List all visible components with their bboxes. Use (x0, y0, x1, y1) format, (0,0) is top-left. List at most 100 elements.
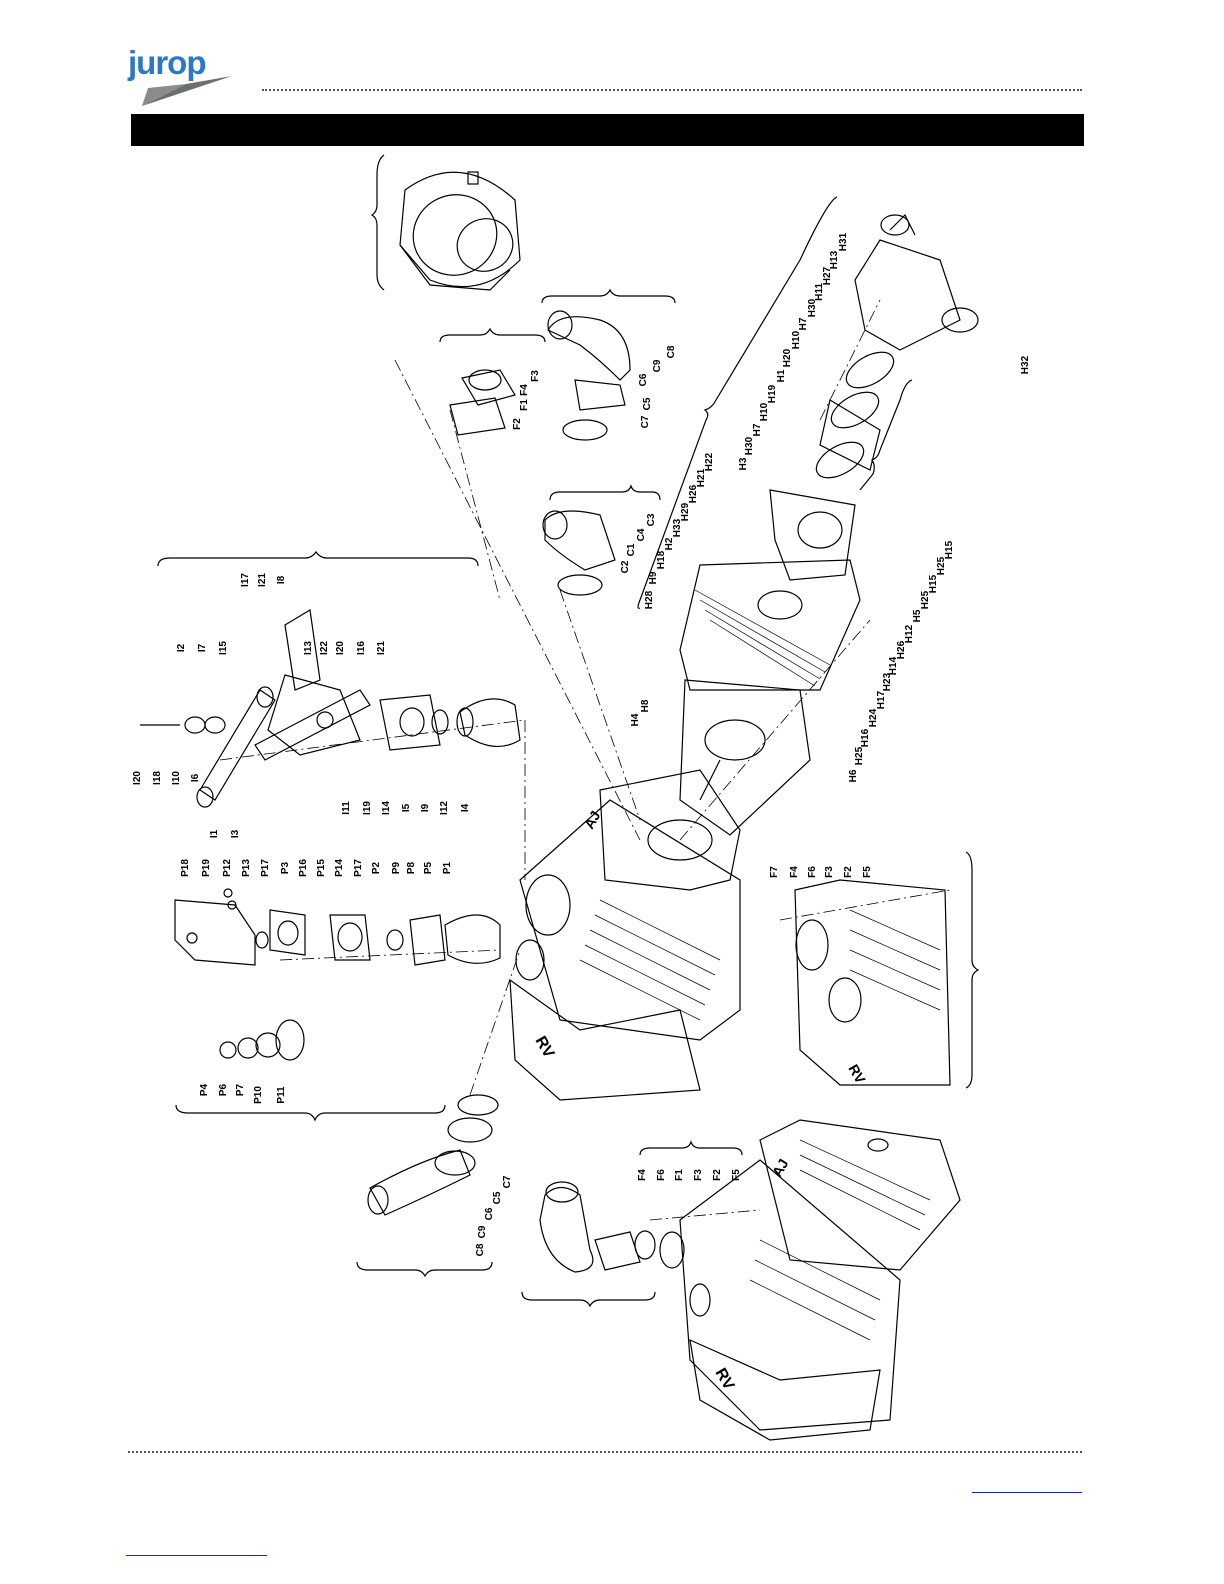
callout-label-i6: I6 (190, 773, 201, 782)
elbow-c-top (547, 310, 631, 441)
callout-label-i20b: I20 (132, 771, 143, 785)
callout-label-p11: P11 (276, 1086, 287, 1104)
callout-label-c9: C9 (652, 359, 663, 372)
cylinder-block (679, 489, 861, 836)
callout-label-h21: H21 (696, 468, 707, 487)
main-pump-body (509, 759, 741, 1101)
body-view-right (794, 879, 951, 1086)
callout-label-i2: I2 (176, 643, 187, 652)
callout-label-h10b: H10 (759, 402, 770, 421)
brace-c2 (549, 484, 661, 501)
aj-mark-main: AJ (581, 808, 604, 832)
callout-label-i21b: I21 (376, 641, 387, 655)
callout-label-f4b: F4 (789, 866, 800, 878)
callout-label-p4: P4 (199, 1083, 210, 1096)
callout-label-p18: P18 (180, 859, 191, 877)
callout-label-i10: I10 (171, 771, 182, 785)
callout-label-p1: P1 (442, 861, 453, 874)
callout-label-h13: H13 (829, 250, 840, 269)
callout-label-p15: P15 (316, 859, 327, 877)
brace-f (439, 327, 546, 343)
callout-label-h25a: H25 (936, 556, 947, 575)
brace-f3 (639, 1140, 743, 1156)
callout-label-h25c: H25 (854, 746, 865, 765)
callout-label-h26b: H26 (896, 640, 907, 659)
callout-label-p17a: P17 (260, 859, 271, 877)
header-divider (262, 89, 1082, 91)
brace-i (157, 550, 479, 567)
callout-label-c8: C8 (666, 345, 677, 358)
brace-h2 (859, 379, 913, 491)
callout-label-h22: H22 (704, 452, 715, 471)
footer-link-line-right[interactable] (972, 1492, 1082, 1493)
drive-canister (399, 171, 521, 291)
callout-label-c5: C5 (642, 397, 653, 410)
callout-label-p14: P14 (334, 859, 345, 877)
callout-label-h15b: H15 (928, 574, 939, 593)
callout-label-h31: H31 (838, 232, 849, 251)
callout-label-h19: H19 (767, 384, 778, 403)
brace-c4 (521, 1291, 656, 1308)
callout-label-i13: I13 (303, 641, 314, 655)
callout-label-h24: H24 (868, 708, 879, 727)
callout-label-i5: I5 (401, 803, 412, 812)
callout-label-i19: I19 (362, 801, 373, 815)
callout-label-c4: C4 (636, 528, 647, 541)
callout-label-i16: I16 (356, 641, 367, 655)
callout-label-p19: P19 (201, 859, 212, 877)
callout-label-f2b: F2 (843, 866, 854, 878)
callout-label-f5b: F5 (862, 866, 873, 878)
callout-label-i11: I11 (341, 801, 352, 815)
callout-label-h17: H17 (876, 690, 887, 709)
callout-label-h30b: H30 (744, 436, 755, 455)
brace-p (175, 1104, 446, 1122)
elbow-c-lower (539, 1181, 685, 1273)
callout-label-c7b: C7 (502, 1175, 513, 1188)
callout-label-h4: H4 (630, 713, 641, 726)
callout-label-h26a: H26 (688, 484, 699, 503)
callout-label-p9: P9 (391, 861, 402, 874)
callout-label-i22: I22 (319, 641, 330, 655)
flange-f-top (449, 369, 516, 436)
p-group (174, 888, 501, 1061)
callout-label-c1: C1 (626, 543, 637, 556)
callout-label-h18: H18 (656, 550, 667, 569)
logo-wedge-icon (142, 76, 232, 106)
elbow-c-bottom (367, 1094, 499, 1216)
callout-label-i12: I12 (439, 801, 450, 815)
callout-label-f7b: F7 (769, 866, 780, 878)
callout-label-p17b: P17 (353, 859, 364, 877)
callout-label-i15: I15 (218, 641, 229, 655)
callout-label-h14: H14 (888, 656, 899, 675)
callout-label-h25b: H25 (920, 590, 931, 609)
rv-mark-right: RV (845, 1062, 869, 1087)
callout-label-h1: H1 (776, 369, 787, 382)
jurop-logo: jurop (128, 44, 238, 108)
callout-label-c6: C6 (638, 373, 649, 386)
callout-label-p5: P5 (423, 861, 434, 874)
callout-label-c3: C3 (646, 513, 657, 526)
callout-label-h16: H16 (860, 728, 871, 747)
callout-label-h28: H28 (644, 590, 655, 609)
callout-label-i18: I18 (152, 771, 163, 785)
callout-label-f2c: F2 (712, 1169, 723, 1181)
callout-label-h30a: H30 (807, 298, 818, 317)
callout-label-i3: I3 (230, 829, 241, 838)
callout-label-f4c: F4 (637, 1169, 648, 1181)
brace-c (541, 288, 676, 304)
callout-label-f3: F3 (530, 370, 541, 382)
callout-label-h3: H3 (738, 457, 749, 470)
callout-label-h5: H5 (912, 609, 923, 622)
callout-label-i17: I17 (240, 573, 251, 587)
callout-label-p8: P8 (406, 861, 417, 874)
callout-label-h27: H27 (822, 266, 833, 285)
footer-link-line-left[interactable] (126, 1555, 267, 1556)
callout-label-c5b: C5 (492, 1191, 503, 1204)
logo-text: jurop (128, 44, 206, 81)
callout-label-f2: F2 (512, 418, 523, 430)
callout-label-f1c: F1 (674, 1169, 685, 1181)
callout-label-p6: P6 (218, 1083, 229, 1096)
brace-f2 (965, 851, 980, 1089)
callout-label-i8: I8 (276, 575, 287, 584)
